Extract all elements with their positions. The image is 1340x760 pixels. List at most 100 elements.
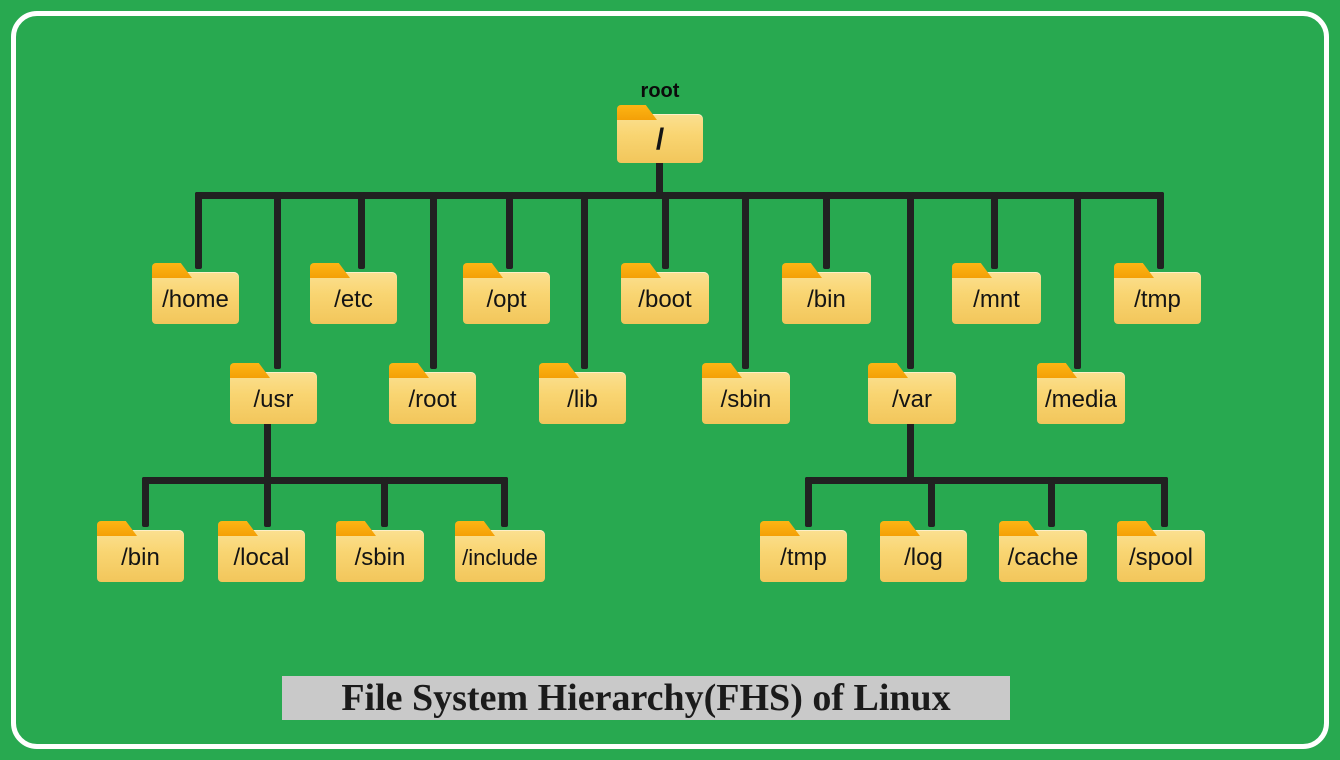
folder-panel: /log (880, 530, 967, 582)
folder-mnt: /mnt (952, 263, 1041, 324)
folder-tab-icon (455, 521, 495, 536)
folder-var-log: /log (880, 521, 967, 582)
folder-tab-icon (539, 363, 579, 378)
folder-usr-sbin: /sbin (336, 521, 424, 582)
connector-drop-usr-include (501, 477, 508, 527)
folder-panel: /spool (1117, 530, 1205, 582)
folder-tab-icon (760, 521, 800, 536)
folder-boot: /boot (621, 263, 709, 324)
folder-tab-icon (782, 263, 822, 278)
folder-tab-icon (617, 105, 657, 120)
connector-drop-usr-bin (142, 477, 149, 527)
folder-panel: /sbin (702, 372, 790, 424)
connector-drop-var-cache (1048, 477, 1055, 527)
connector-drop-tmp (1157, 192, 1164, 269)
folder-tab-icon (1117, 521, 1157, 536)
folder-var-spool: /spool (1117, 521, 1205, 582)
folder-label: /lib (567, 385, 598, 413)
folder-label: /bin (807, 285, 846, 313)
folder-label: /media (1044, 385, 1118, 413)
folder-label: /spool (1128, 543, 1194, 571)
folder-panel: /var (868, 372, 956, 424)
connector-var-stem (907, 422, 914, 484)
folder-tab-icon (868, 363, 908, 378)
folder-opt: /opt (463, 263, 550, 324)
folder-label: /tmp (780, 543, 827, 571)
connector-drop-var-tmp (805, 477, 812, 527)
folder-label: /etc (334, 285, 373, 313)
folder-bin: /bin (782, 263, 871, 324)
root-caption: root (640, 80, 680, 102)
folder-var: /var (868, 363, 956, 424)
folder-tab-icon (97, 521, 137, 536)
folder-panel: /mnt (952, 272, 1041, 324)
folder-panel: /home (152, 272, 239, 324)
folder-tab-icon (952, 263, 992, 278)
connector-var-bus (805, 477, 1168, 484)
connector-drop-home (195, 192, 202, 269)
folder-label: /tmp (1134, 285, 1181, 313)
folder-panel: / (617, 114, 703, 163)
folder-panel: /lib (539, 372, 626, 424)
folder-tab-icon (230, 363, 270, 378)
connector-drop-lib (581, 192, 588, 369)
folder-tab-icon (336, 521, 376, 536)
folder-tab-icon (218, 521, 258, 536)
folder-tab-icon (152, 263, 192, 278)
folder-label: /log (904, 543, 943, 571)
folder-panel: /root (389, 372, 476, 424)
connector-drop-var-spool (1161, 477, 1168, 527)
connector-drop-sbin (742, 192, 749, 369)
folder-sbin: /sbin (702, 363, 790, 424)
connector-drop-var-log (928, 477, 935, 527)
folder-label: /mnt (973, 285, 1020, 313)
folder-panel: /boot (621, 272, 709, 324)
folder-tab-icon (702, 363, 742, 378)
folder-panel: /etc (310, 272, 397, 324)
connector-root-stem (656, 161, 663, 197)
connector-level1-bus (195, 192, 1164, 199)
folder-panel: /include (455, 530, 545, 582)
folder-label: /cache (1007, 543, 1079, 571)
connector-usr-bus (142, 477, 508, 484)
folder-panel: /bin (782, 272, 871, 324)
folder-usr-local: /local (218, 521, 305, 582)
connector-drop-usr-sbin (381, 477, 388, 527)
connector-drop-bin (823, 192, 830, 269)
folder-media: /media (1037, 363, 1125, 424)
folder-label: /opt (486, 285, 527, 313)
folder-root: / (617, 105, 703, 163)
folder-tab-icon (1037, 363, 1077, 378)
folder-label: /include (462, 544, 538, 570)
folder-panel: /opt (463, 272, 550, 324)
folder-usr-include: /include (455, 521, 545, 582)
folder-label: /usr (253, 385, 294, 413)
connector-drop-usr (274, 192, 281, 369)
title-bar: File System Hierarchy(FHS) of Linux (282, 676, 1010, 720)
connector-usr-stem (264, 422, 271, 527)
page-title: File System Hierarchy(FHS) of Linux (341, 677, 951, 719)
connector-drop-mnt (991, 192, 998, 269)
folder-label: /var (891, 385, 932, 413)
folder-panel: /usr (230, 372, 317, 424)
folder-var-cache: /cache (999, 521, 1087, 582)
connector-drop-opt (506, 192, 513, 269)
connector-drop-boot (662, 192, 669, 269)
connector-drop-root-dir (430, 192, 437, 369)
folder-tab-icon (310, 263, 350, 278)
connector-drop-media (1074, 192, 1081, 369)
folder-root-dir: /root (389, 363, 476, 424)
folder-usr-bin: /bin (97, 521, 184, 582)
folder-label: /sbin (720, 385, 772, 413)
folder-etc: /etc (310, 263, 397, 324)
folder-label: /local (233, 543, 290, 571)
folder-tab-icon (880, 521, 920, 536)
folder-panel: /cache (999, 530, 1087, 582)
folder-home: /home (152, 263, 239, 324)
folder-label: /bin (121, 543, 160, 571)
connector-drop-etc (358, 192, 365, 269)
connector-drop-var (907, 192, 914, 369)
folder-label: /boot (638, 285, 692, 313)
folder-panel: /local (218, 530, 305, 582)
